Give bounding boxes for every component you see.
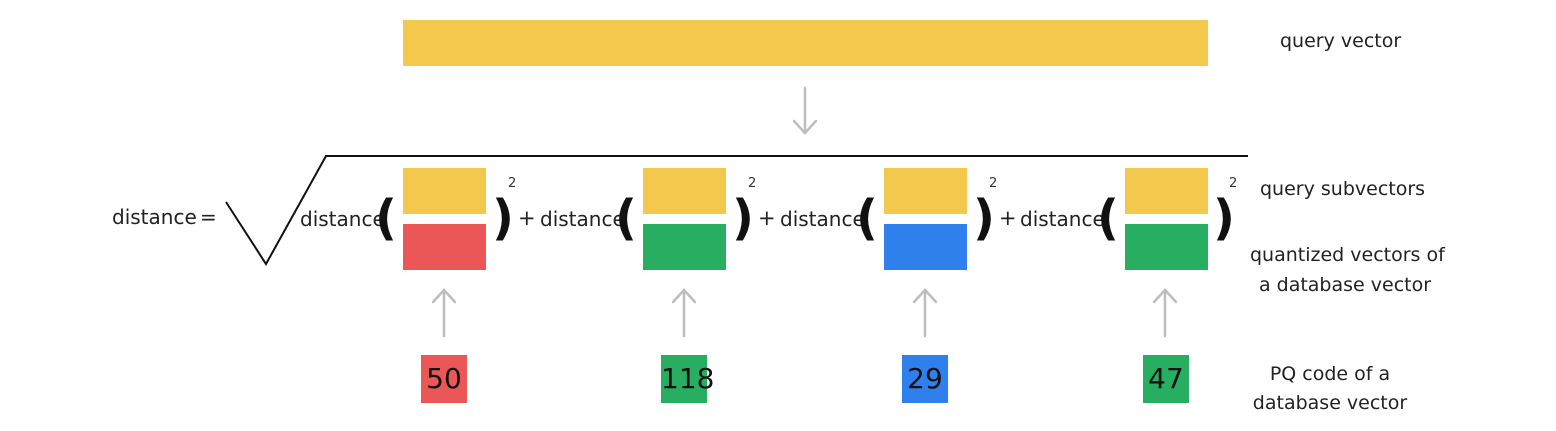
quantized-vectors-line2: a database vector [1258,274,1432,296]
query-subvectors-label: query subvectors [1260,178,1426,200]
up-arrow-icon [912,288,938,338]
pq-code-box: 118 [661,355,714,403]
pq-code-line2: database vector [1252,392,1408,414]
down-arrow-icon [792,86,818,135]
up-arrow-icon [671,288,697,338]
quantized-vector-block [403,224,486,270]
distance-term-label: distance [780,207,865,231]
query-subvector-block [643,168,726,214]
close-paren: ) [492,190,514,246]
query-subvector-block [884,168,967,214]
distance-term-label: distance [1020,207,1105,231]
query-subvector-block [403,168,486,214]
up-arrow-icon [431,288,457,338]
query-vector-bar [403,20,1208,66]
query-vector-label: query vector [1280,30,1402,52]
close-paren: ) [1213,190,1235,246]
exponent-two: 2 [508,176,517,191]
pq-code-box: 47 [1143,355,1189,403]
exponent-two: 2 [748,176,757,191]
pq-code-line1: PQ code of a [1269,363,1391,385]
up-arrow-icon [1152,288,1178,338]
distance-term-label: distance [540,207,625,231]
exponent-two: 2 [989,176,998,191]
quantized-vectors-label: quantized vectors of a database vector [1250,240,1445,300]
distance-lhs-label: distance [112,205,197,229]
pq-code-box: 50 [421,355,467,403]
quantized-vector-block [1125,224,1208,270]
query-subvector-block [1125,168,1208,214]
pq-code-label: PQ code of a database vector [1240,360,1420,418]
distance-term-label: distance [300,207,385,231]
equals-sign: = [200,205,217,229]
close-paren: ) [973,190,995,246]
plus-sign: + [758,206,776,230]
open-paren: ( [375,190,397,246]
close-paren: ) [732,190,754,246]
plus-sign: + [999,206,1017,230]
open-paren: ( [615,190,637,246]
exponent-two: 2 [1229,176,1238,191]
square-root-icon [225,155,1248,266]
quantized-vector-block [884,224,967,270]
plus-sign: + [518,206,536,230]
quantized-vectors-line1: quantized vectors of [1250,244,1445,266]
open-paren: ( [1097,190,1119,246]
pq-code-box: 29 [902,355,948,403]
quantized-vector-block [643,224,726,270]
open-paren: ( [856,190,878,246]
